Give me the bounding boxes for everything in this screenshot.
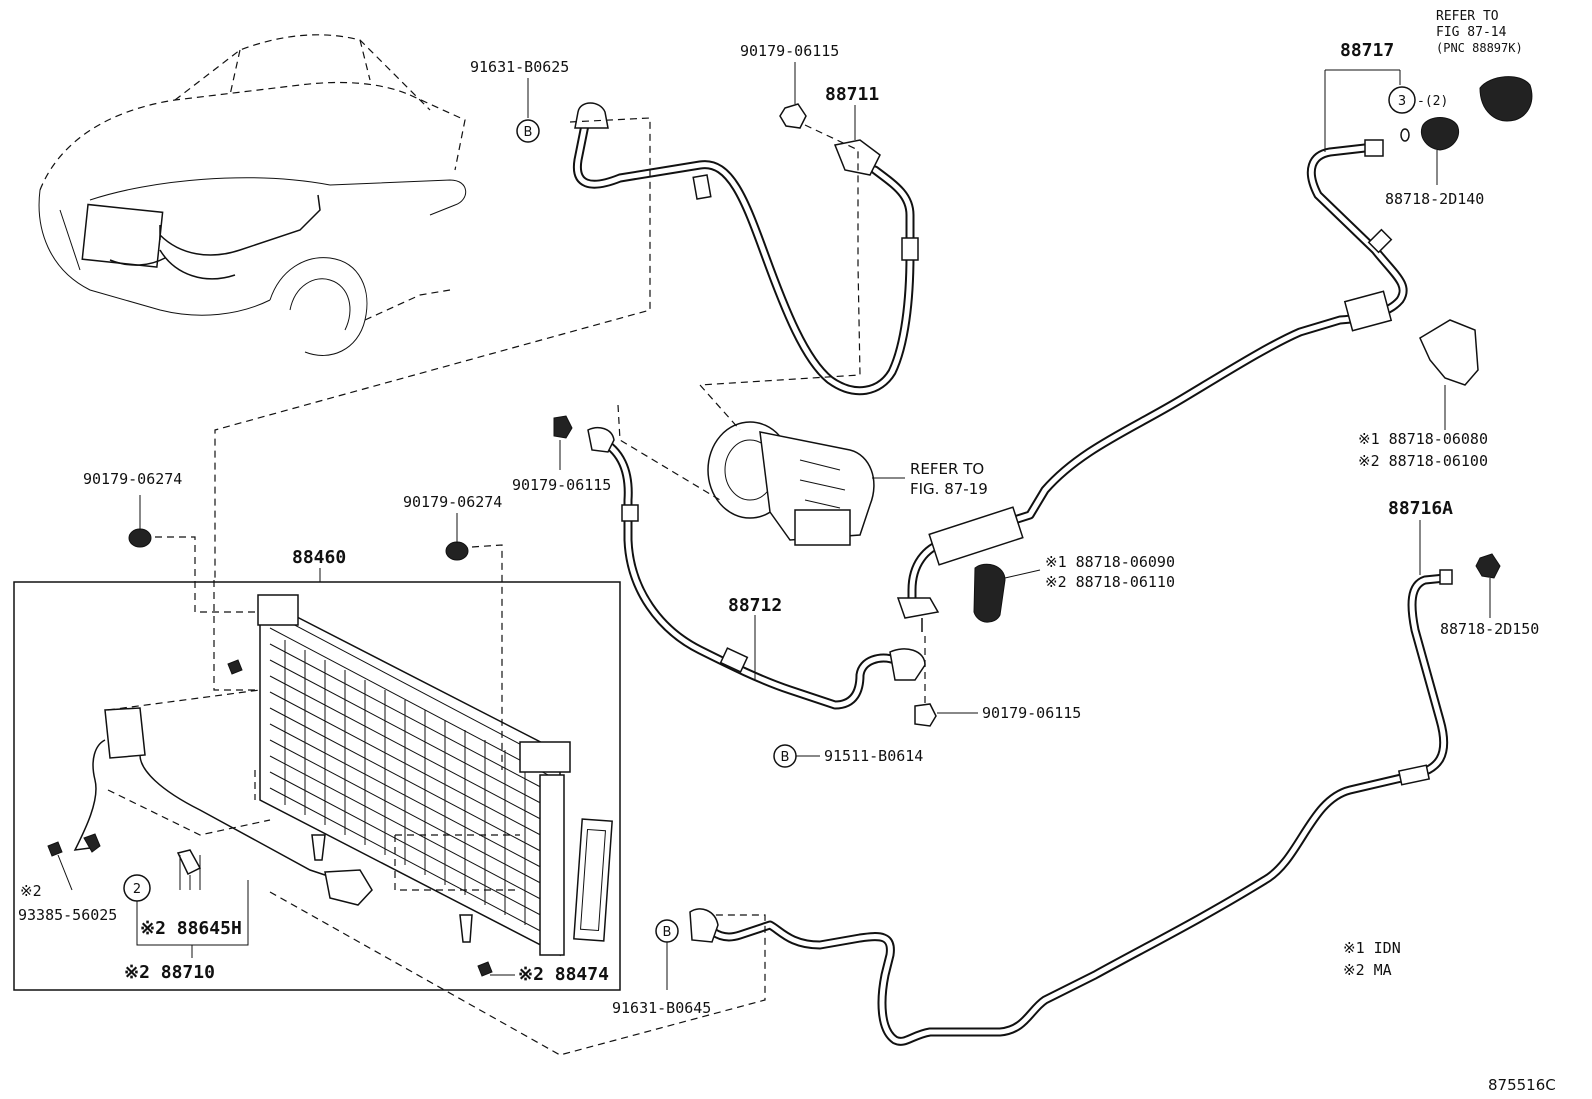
callout-b-top: B — [516, 119, 540, 143]
label-88718-06090: ※1 88718-06090 — [1045, 553, 1175, 571]
label-88474: ※2 88474 — [518, 964, 609, 985]
hose-88716a — [689, 569, 1453, 1046]
figure-code: 875516C — [1488, 1076, 1556, 1094]
refer-top-line2: FIG 87-14 — [1436, 25, 1507, 40]
solid-leaders — [57, 62, 1491, 990]
label-88718-06100: ※2 88718-06100 — [1358, 452, 1488, 470]
callout-2: 2 — [123, 874, 151, 902]
label-88716a: 88716A — [1388, 498, 1453, 519]
label-88460: 88460 — [292, 547, 346, 568]
leader-lines — [107, 117, 926, 1056]
small-parts — [128, 76, 1533, 727]
label-88717: 88717 — [1340, 40, 1394, 61]
label-90179-06115-low: 90179-06115 — [982, 704, 1081, 722]
refer-mid-line1: REFER TO — [910, 460, 984, 478]
svg-text:B: B — [524, 125, 533, 140]
condenser-box — [13, 581, 621, 991]
label-93385-mark: ※2 — [20, 882, 42, 900]
svg-text:B: B — [781, 750, 790, 765]
label-88710: ※2 88710 — [124, 962, 215, 983]
callout-3: 3 — [1388, 86, 1416, 114]
label-93385-56025: 93385-56025 — [18, 906, 117, 924]
refer-top-line1: REFER TO — [1436, 9, 1499, 24]
vehicle-outline — [38, 34, 467, 356]
hose-88712 — [587, 427, 926, 710]
label-90179-06115-top: 90179-06115 — [740, 42, 839, 60]
label-91631-b0645: 91631-B0645 — [612, 999, 711, 1017]
svg-text:3: 3 — [1398, 94, 1406, 109]
label-90179-06274-mid: 90179-06274 — [403, 493, 502, 511]
hose-88717 — [896, 139, 1408, 632]
svg-text:B: B — [663, 925, 672, 940]
label-88718-2d150: 88718-2D150 — [1440, 620, 1539, 638]
label-90179-06274-left: 90179-06274 — [83, 470, 182, 488]
compressor — [707, 421, 875, 546]
label-90179-06115-mid: 90179-06115 — [512, 476, 611, 494]
label-88718-06110: ※2 88718-06110 — [1045, 573, 1175, 591]
legend-idn: ※1 IDN — [1343, 939, 1401, 957]
label-91511-b0614: 91511-B0614 — [824, 747, 923, 765]
hose-91631-b0625 — [572, 102, 919, 396]
label-88718-2d140: 88718-2D140 — [1385, 190, 1484, 208]
refer-mid-line2: FIG. 87-19 — [910, 480, 988, 498]
callout-b-mid: B — [773, 744, 797, 768]
svg-text:2: 2 — [133, 882, 141, 897]
label-qty-2: -(2) — [1417, 94, 1448, 109]
label-88711: 88711 — [825, 84, 879, 105]
label-88718-06080: ※1 88718-06080 — [1358, 430, 1488, 448]
label-88712: 88712 — [728, 595, 782, 616]
label-91631-b0625: 91631-B0625 — [470, 58, 569, 76]
callout-b-bottom: B — [655, 919, 679, 943]
refer-top-line3: (PNC 88897K) — [1436, 41, 1523, 55]
label-88645h: ※2 88645H — [140, 918, 242, 939]
legend-ma: ※2 MA — [1343, 961, 1392, 979]
